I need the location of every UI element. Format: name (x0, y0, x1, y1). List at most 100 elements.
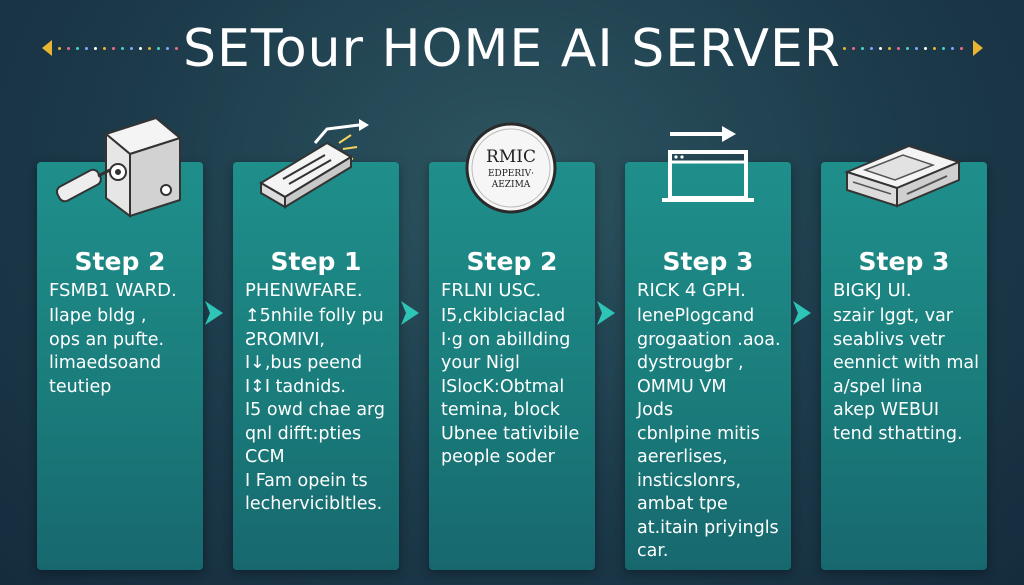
step-description: szair lggt, var seablivs vetr eennict wi… (833, 305, 981, 446)
description-line: OMMU VM (637, 376, 727, 397)
description-line: aererlises, (637, 447, 728, 467)
step-subtitle: RICK 4 GPH. (637, 280, 746, 301)
right-arrow-decoration (843, 38, 983, 58)
left-arrow-decoration (42, 38, 178, 58)
description-line: seablivs vetr (833, 329, 945, 350)
description-line: I↓,bus peend (245, 353, 363, 373)
description-line: I5,ckiblciacIad (441, 306, 566, 326)
dot (121, 47, 124, 50)
dot (103, 47, 106, 50)
page-title: SETour HOME AI SERVER (183, 19, 841, 79)
description-line: I5 owd chae arg (245, 400, 386, 420)
arrow-left-icon (42, 40, 52, 56)
dot (843, 47, 846, 50)
description-line: akep WEBUI (833, 400, 940, 420)
arrow-right-icon (973, 40, 983, 56)
step-card-4: Step 3 RICK 4 GPH. lenePlogcand grogaati… (625, 162, 791, 570)
step-description: ↥5nhile folly pu ƧROMIVI, I↓,bus peend I… (245, 305, 393, 517)
dot (67, 47, 70, 50)
dot (157, 47, 160, 50)
dot (942, 47, 945, 50)
power-supply-box-icon (48, 112, 183, 226)
description-line: Jods (637, 400, 674, 420)
step-label: Step 2 (466, 247, 558, 276)
description-line: Ilape bldg , (49, 306, 147, 326)
description-line: lenePlogcand (637, 306, 755, 326)
laptop-arrow-icon (660, 120, 770, 214)
rmic-badge-icon: RMIC EDPERIV· AEZIMA (463, 120, 559, 220)
description-line: ISlocK:Obtmal (441, 376, 565, 397)
connector-arrow-icon (791, 298, 813, 328)
dot (870, 47, 873, 50)
dot (915, 47, 918, 50)
description-line: your Nigl (441, 353, 520, 373)
description-line: qnl difft:pties (245, 423, 362, 444)
step-card-5: Step 3 BIGKJ UI. szair lggt, var seabliv… (821, 162, 987, 570)
dot (112, 47, 115, 50)
step-label: Step 3 (662, 247, 754, 276)
dot (85, 47, 88, 50)
step-label: Step 1 (270, 247, 362, 276)
dot (139, 47, 142, 50)
dot (951, 47, 954, 50)
network-switch-icon (255, 113, 375, 217)
description-line: a/spel lina (833, 376, 923, 397)
step-card-1: Step 2 FSMB1 WARD. Ilape bldg , ops an p… (37, 162, 203, 570)
description-line: ambat tpe (637, 494, 728, 514)
description-line: cbnlpine mitis (637, 423, 760, 444)
description-line: lechervicibltles. (245, 494, 383, 514)
dot (861, 47, 864, 50)
description-line: szair lggt, var (833, 306, 953, 326)
description-line: teutiep (49, 376, 112, 397)
dot (148, 47, 151, 50)
step-label: Step 2 (74, 247, 166, 276)
description-line: limaedsoand (49, 353, 162, 373)
step-description: Ilape bldg , ops an pufte. limaedsoand t… (49, 305, 197, 399)
dot (960, 47, 963, 50)
step-label: Step 3 (858, 247, 950, 276)
connector-arrow-icon (203, 298, 225, 328)
dot (933, 47, 936, 50)
description-line: grogaation .aoa. (637, 329, 781, 350)
connector-arrow-icon (399, 298, 421, 328)
dot (94, 47, 97, 50)
dot (76, 47, 79, 50)
description-line: Ubnee tativibile (441, 423, 580, 444)
step-description: lenePlogcand grogaation .aoa. dystrougbr… (637, 305, 785, 564)
connector-arrow-icon (595, 298, 617, 328)
dot (58, 47, 61, 50)
description-line: ƧROMIVI, (245, 329, 325, 350)
badge-text: RMIC (486, 147, 536, 167)
step-subtitle: FSMB1 WARD. (49, 280, 177, 301)
dot (166, 47, 169, 50)
step-card-3: Step 2 FRLNI USC. I5,ckiblciacIad I·g on… (429, 162, 595, 570)
dot (924, 47, 927, 50)
dot (175, 47, 178, 50)
dot (852, 47, 855, 50)
description-line: I↕I tadnids. (245, 376, 346, 397)
dot (879, 47, 882, 50)
description-line: I·g on abillding (441, 329, 571, 350)
description-line: eennict with mal (833, 353, 979, 373)
step-subtitle: BIGKJ UI. (833, 280, 912, 301)
description-line: insticslonrs, (637, 470, 742, 491)
dot (888, 47, 891, 50)
dot (906, 47, 909, 50)
description-line: temina, block (441, 400, 560, 420)
description-line: I Fam opein ts (245, 470, 368, 491)
description-line: ops an pufte. (49, 329, 165, 350)
description-line: dystrougbr , (637, 353, 744, 373)
description-line: at.itain priyingls (637, 517, 779, 538)
description-line: CCM (245, 447, 285, 467)
dot (130, 47, 133, 50)
badge-text: EDPERIV· (488, 169, 534, 179)
description-line: car. (637, 541, 669, 561)
step-description: I5,ckiblciacIad I·g on abillding your Ni… (441, 305, 589, 470)
badge-text: AEZIMA (491, 180, 531, 190)
description-line: tend sthatting. (833, 423, 963, 444)
description-line: people soder (441, 447, 555, 467)
dot (897, 47, 900, 50)
step-card-2: Step 1 PHENWFARE. ↥5nhile folly pu ƧROMI… (233, 162, 399, 570)
description-line: ↥5nhile folly pu (245, 306, 384, 326)
step-subtitle: FRLNI USC. (441, 280, 542, 301)
